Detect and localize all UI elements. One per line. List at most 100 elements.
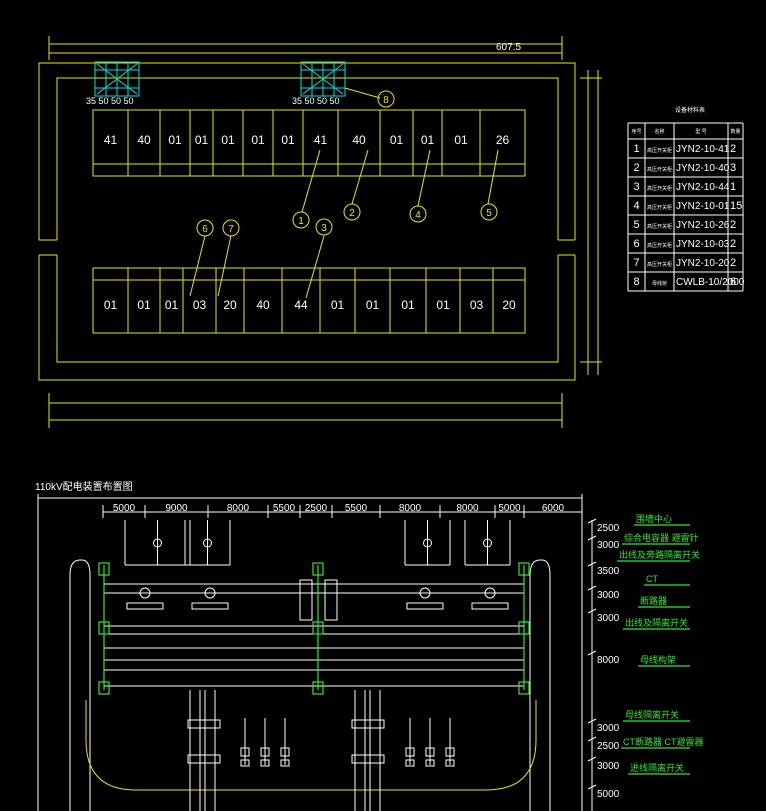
feeder-lines (187, 690, 455, 811)
table-cell-name: 高压开关柜 (647, 242, 672, 249)
callout-circle (480, 203, 498, 221)
cabinet-cell-label: 20 (502, 298, 516, 312)
cabinet-cell-label: 01 (195, 133, 209, 147)
callout-number: 7 (228, 224, 234, 235)
cabinet-cell-label: 20 (223, 298, 237, 312)
overall-dimension: 607.5 (496, 42, 521, 53)
table-cell-no: 6 (633, 238, 639, 250)
table-cell-no: 8 (633, 276, 639, 288)
table-cell-model: JYN2-10-26 (676, 220, 730, 231)
side-dimension-label: 2500 (597, 741, 620, 752)
cabinet-cell-label: 03 (470, 298, 484, 312)
legend-label: 出线及隔离开关 (625, 617, 688, 628)
callout-number: 5 (486, 208, 492, 219)
table-cell-model: CWLB-10/2000 (676, 277, 745, 288)
busbar-bridge-right: 35 50 50 50 (292, 61, 346, 106)
callout-number: 2 (349, 208, 355, 219)
table-cell-model: JYN2-10-40 (676, 163, 730, 174)
table-cell-no: 1 (633, 143, 639, 155)
dimension-label: 5500 (273, 503, 296, 514)
right-dimension-line (580, 70, 602, 375)
callout-number: 8 (383, 95, 389, 106)
side-dimension-label: 3000 (597, 613, 620, 624)
cabinet-cell-label: 41 (314, 133, 328, 147)
table-cell-qty: 1 (730, 181, 736, 193)
legend-label: 综合电容器 避雷针 (624, 532, 699, 543)
table-cell-model: JYN2-10-20 (676, 258, 730, 269)
side-dimension-label: 3500 (597, 566, 620, 577)
table-cell-model: JYN2-10-03 (676, 239, 730, 250)
callout-circle (377, 90, 395, 108)
side-dimension-label: 3000 (597, 723, 620, 734)
cabinet-cell-label: 01 (454, 133, 468, 147)
table-header: 数量 (730, 128, 740, 135)
dimension-label: 5000 (113, 503, 136, 514)
table-cell-qty: 2 (730, 257, 736, 269)
cabinet-cell-label: 01 (421, 133, 435, 147)
table-cell-qty: 2 (730, 143, 736, 155)
table-cell-no: 3 (633, 181, 639, 193)
dimension-label: 8000 (399, 503, 422, 514)
legend-label: 围墙中心 (636, 513, 672, 524)
bottom-dimension-line (48, 393, 563, 428)
dimension-label: 6000 (542, 503, 565, 514)
callout-circle (292, 211, 310, 229)
table-cell-qty: 2 (730, 238, 736, 250)
table-header: 名称 (654, 128, 664, 135)
equipment-table-title: 设备材料表 (675, 106, 705, 114)
gantry-structures (120, 520, 515, 621)
cabinet-cell-label: 01 (331, 298, 345, 312)
side-dimension-label: 3000 (597, 540, 620, 551)
table-cell-name: 高压开关柜 (647, 261, 672, 268)
callout-number: 1 (298, 216, 304, 227)
cabinet-cell-label: 26 (496, 133, 510, 147)
callout-number: 4 (415, 210, 421, 221)
callout-number: 6 (202, 224, 208, 235)
table-cell-qty: 15 (730, 200, 742, 212)
table-cell-no: 4 (633, 200, 639, 212)
cabinet-cell-label: 03 (193, 298, 207, 312)
table-cell-name: 高压开关柜 (647, 223, 672, 230)
table-header: 序号 (631, 128, 641, 135)
table-cell-no: 5 (633, 219, 639, 231)
dimension-label: 5000 (498, 503, 521, 514)
legend-label: CT断路器 CT避雷器 (623, 736, 704, 747)
table-cell-no: 2 (633, 162, 639, 174)
legend-label: 母线隔离开关 (625, 709, 679, 720)
side-dimension-label: 2500 (597, 523, 620, 534)
bottom-plan-title: 110kV配电装置布置图 (35, 480, 133, 493)
substation-outline (69, 559, 551, 811)
table-cell-name: 高压开关柜 (647, 147, 672, 154)
table-cell-qty: 6 (730, 276, 736, 288)
cabinet-cell-label: 01 (221, 133, 235, 147)
busbar-bridge-left: 35 50 50 50 (86, 61, 140, 106)
dimension-label: 5500 (345, 503, 368, 514)
legend-label: CT (646, 574, 658, 584)
table-cell-name: 高压开关柜 (647, 204, 672, 211)
cabinet-cell-label: 01 (366, 298, 380, 312)
busbar-supports (98, 562, 530, 695)
side-dimension-label: 5000 (597, 789, 620, 800)
room-outline (38, 62, 576, 381)
cabinet-cell-label: 40 (256, 298, 270, 312)
table-cell-no: 7 (633, 257, 639, 269)
side-dimension-label: 3000 (597, 590, 620, 601)
dimension-label: 2500 (305, 503, 328, 514)
legend-label: 进线隔离开关 (630, 762, 684, 773)
table-cell-qty: 2 (730, 219, 736, 231)
table-cell-name: 高压开关柜 (647, 185, 672, 192)
callout-circle (409, 205, 427, 223)
table-cell-qty: 3 (730, 162, 736, 174)
side-dimension-label: 8000 (597, 655, 620, 666)
callout-number: 3 (321, 223, 327, 234)
cabinet-cell-label: 01 (165, 298, 179, 312)
legend-label: 母线构架 (640, 654, 676, 665)
cabinet-cell-label: 41 (104, 133, 118, 147)
